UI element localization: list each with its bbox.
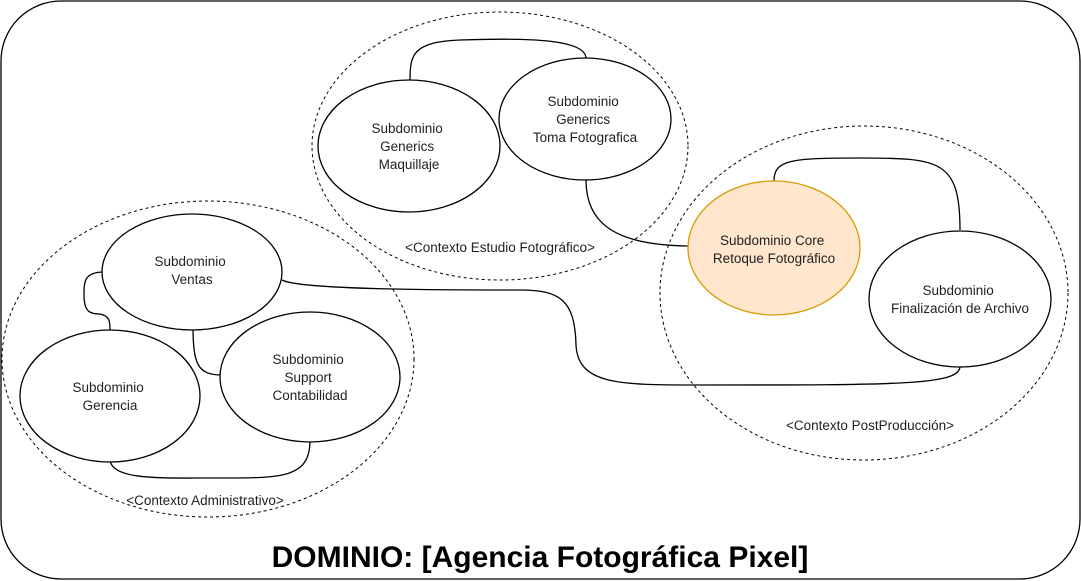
subdomain-toma-line-3: Toma Fotografica [533,130,638,145]
subdomain-retoque-line-1: Subdominio Core [720,233,824,248]
subdomain-retoque[interactable]: Subdominio Core Retoque Fotográfico [687,180,861,316]
subdomain-retoque-line-2: Retoque Fotográfico [713,251,835,266]
subdomain-maquillaje-line-1: Subdominio [371,121,442,136]
subdomain-gerencia-line-2: Gerencia [83,398,138,413]
subdomain-contabilidad-line-3: Contabilidad [272,388,347,403]
context-administrativo-boundary [1,200,415,518]
connector-retoque-finalizacion [773,157,961,231]
subdomain-contabilidad-label: Subdominio Support Contabilidad [272,352,347,403]
subdomain-finalizacion-shape [868,230,1052,368]
subdomain-ventas-shape [101,213,283,331]
context-estudio-label: <Contexto Estudio Fotográfico> [405,240,595,255]
subdomain-finalizacion-line-2: Finalización de Archivo [891,301,1029,316]
connector-ventas-contabilidad [192,325,223,376]
connector-ventas-gerencia [83,271,111,331]
subdomain-finalizacion[interactable]: Subdominio Finalización de Archivo [868,230,1052,368]
connector-ventas-finalizacion [281,279,961,386]
subdomain-contabilidad-shape [219,311,401,443]
subdomain-contabilidad[interactable]: Subdominio Support Contabilidad [219,311,401,443]
subdomain-gerencia-line-1: Subdominio [72,380,143,395]
subdomain-contabilidad-line-2: Support [284,370,332,385]
subdomain-maquillaje-shape [317,79,501,213]
subdomain-toma[interactable]: Subdominio Generics Toma Fotografica [498,57,672,181]
subdomain-ventas-label: Subdominio Ventas [154,254,229,287]
context-postproduccion-label: <Contexto PostProducción> [786,418,954,433]
subdomain-toma-shape [498,57,672,181]
subdomain-gerencia-shape [19,329,201,463]
context-administrativo-label: <Contexto Administrativo> [126,493,284,508]
subdomain-maquillaje-line-2: Generics [380,139,434,154]
connector-toma-retoque [585,179,689,247]
subdomain-toma-line-1: Subdominio [547,94,618,109]
domain-title: DOMINIO: [Agencia Fotográfica Pixel] [272,541,809,574]
subdomain-finalizacion-label: Subdominio Finalización de Archivo [891,283,1029,316]
subdomain-ventas[interactable]: Subdominio Ventas [101,213,283,331]
subdomain-gerencia[interactable]: Subdominio Gerencia [19,329,201,463]
subdomain-ventas-line-2: Ventas [171,272,213,287]
subdomain-contabilidad-line-1: Subdominio [272,352,343,367]
subdomain-gerencia-label: Subdominio Gerencia [72,380,147,413]
connector-maquillaje-toma [409,38,587,82]
subdomain-maquillaje[interactable]: Subdominio Generics Maquillaje [317,79,501,213]
subdomain-maquillaje-line-3: Maquillaje [379,157,440,172]
subdomain-finalizacion-line-1: Subdominio [922,283,993,298]
subdomain-toma-label: Subdominio Generics Toma Fotografica [533,94,638,145]
subdomain-retoque-shape [687,180,861,316]
subdomain-ventas-line-1: Subdominio [154,254,225,269]
subdomain-toma-line-2: Generics [556,112,610,127]
subdomain-retoque-label: Subdominio Core Retoque Fotográfico [713,233,835,266]
subdomain-maquillaje-label: Subdominio Generics Maquillaje [371,121,446,172]
context-postproduccion-boundary [659,125,1069,461]
context-estudio-boundary [311,11,689,281]
connector-gerencia-contabilidad [109,439,311,479]
